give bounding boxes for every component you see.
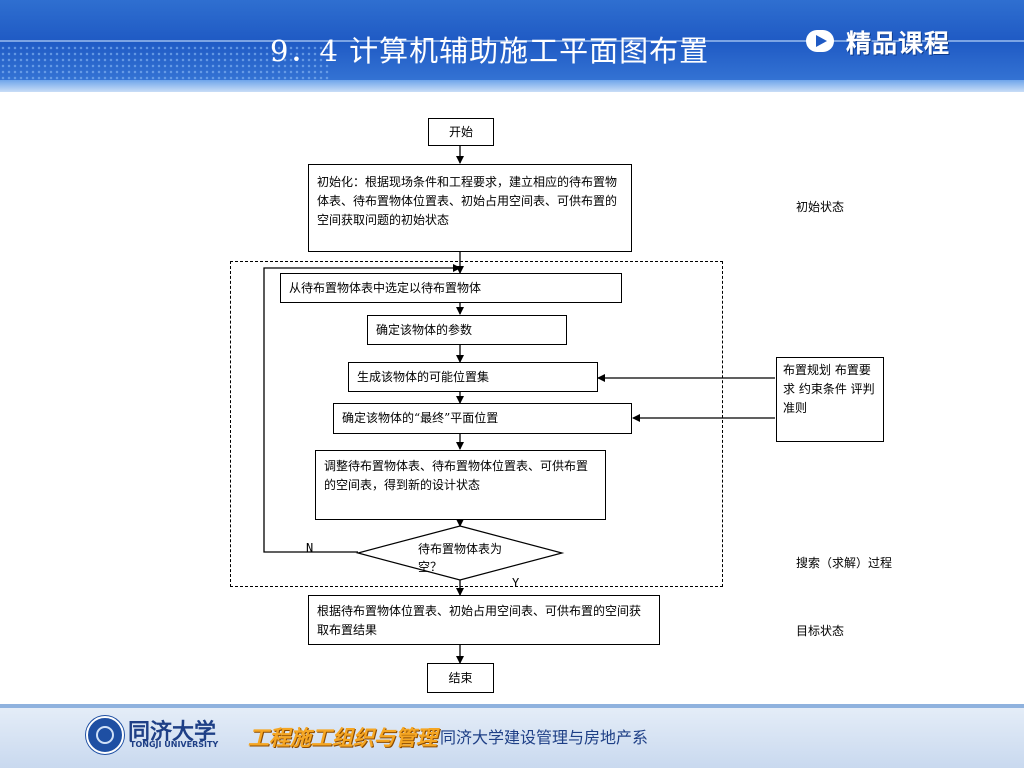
initial-state-label: 初始状态 xyxy=(796,200,845,214)
course-name-logo: 工程施工组织与管理 xyxy=(248,726,437,750)
goal-state-label: 目标状态 xyxy=(796,624,845,638)
decision-node-label: 待布置物体表为空？ xyxy=(418,542,503,574)
start-node: 开始 xyxy=(428,118,494,146)
generate-positions-node: 生成该物体的可能位置集 xyxy=(348,362,598,392)
department-name: 同济大学建设管理与房地产系 xyxy=(440,728,649,747)
result-node: 根据待布置物体位置表、初始占用空间表、可供布置的空间获取布置结果 xyxy=(308,595,660,645)
page-title: 9．4 计算机辅助施工平面图布置 xyxy=(270,34,710,68)
university-english-name: TONGJI UNIVERSITY xyxy=(130,740,219,749)
decision-diamond-shape xyxy=(355,525,565,581)
final-position-node: 确定该物体的“最终”平面位置 xyxy=(333,403,632,434)
header-strip xyxy=(0,80,1024,92)
header-dot-pattern xyxy=(0,45,330,80)
search-process-label: 搜索（求解）过程 xyxy=(796,556,893,570)
footer-bar xyxy=(0,704,1024,768)
header-swoosh xyxy=(0,40,1024,62)
select-object-node: 从待布置物体表中选定以待布置物体 xyxy=(280,273,622,303)
determine-params-node: 确定该物体的参数 xyxy=(367,315,567,345)
footer-stripe xyxy=(0,704,1024,708)
quality-course-badge: 精品课程 xyxy=(846,29,951,58)
planning-rules-node: 布置规划 布置要求 约束条件 评判准则 xyxy=(776,357,884,442)
yes-branch-label: Y xyxy=(512,576,520,590)
adjust-state-node: 调整待布置物体表、待布置物体位置表、可供布置的空间表，得到新的设计状态 xyxy=(315,450,606,520)
end-node: 结束 xyxy=(427,663,494,693)
no-branch-label: N xyxy=(306,541,314,555)
loop-back-line xyxy=(263,264,461,553)
init-node: 初始化：根据现场条件和工程要求，建立相应的待布置物体表、待布置物体位置表、初始占… xyxy=(308,164,632,252)
play-circle-icon xyxy=(806,30,834,52)
search-process-region xyxy=(230,261,723,587)
university-logo-text: 同济大学 xyxy=(128,719,217,745)
university-seal-icon xyxy=(86,716,124,754)
header-banner xyxy=(0,0,1024,92)
